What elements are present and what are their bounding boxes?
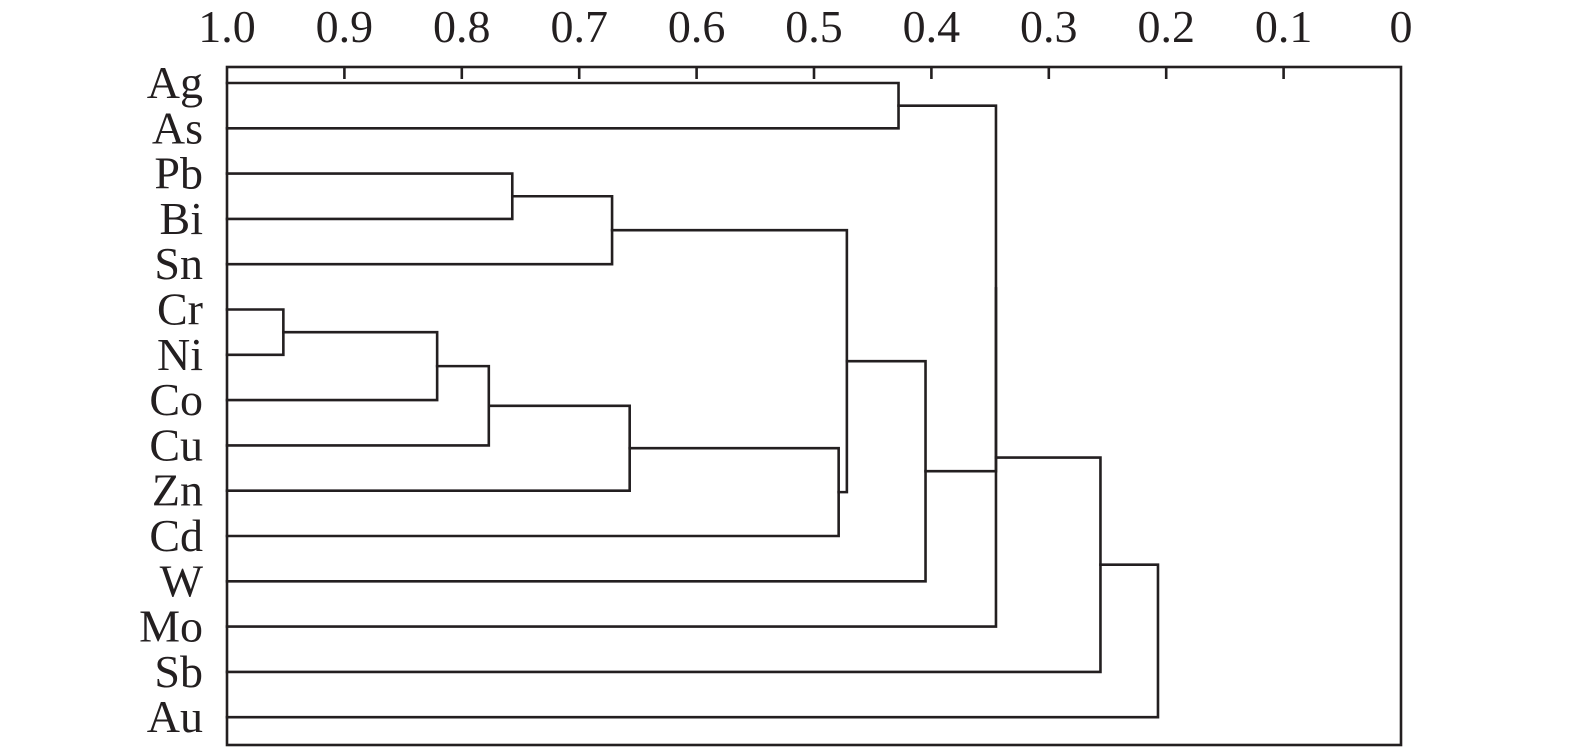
leaf-label-cr: Cr: [157, 284, 203, 335]
x-axis-group: 1.0 0.9 0.8 0.7 0.6 0.5 0.4 0.3 0.2 0.1 0: [198, 1, 1413, 79]
leaf-label-au: Au: [147, 691, 203, 742]
leaf-label-ni: Ni: [157, 329, 203, 380]
leaf-label-co: Co: [149, 374, 203, 425]
x-tick-label: 0.5: [785, 1, 843, 52]
leaf-label-mo: Mo: [139, 601, 203, 652]
x-tick-label: 0.8: [433, 1, 491, 52]
x-tick-label: 0.3: [1020, 1, 1078, 52]
leaf-label-sb: Sb: [154, 646, 203, 697]
x-tick-label: 1.0: [198, 1, 256, 52]
x-tick-label: 0.1: [1255, 1, 1313, 52]
leaf-label-cu: Cu: [149, 419, 203, 470]
x-tick-label: 0.4: [903, 1, 961, 52]
x-tick-label: 0.2: [1137, 1, 1195, 52]
leaf-label-cd: Cd: [149, 510, 203, 561]
leaf-label-bi: Bi: [160, 193, 203, 244]
dendrogram-links-group: [225, 81, 1160, 719]
x-tick-label: 0.9: [316, 1, 374, 52]
leaf-label-as: As: [152, 102, 203, 153]
leaf-label-ag: Ag: [147, 57, 203, 108]
leaf-label-sn: Sn: [154, 238, 203, 289]
leaf-label-zn: Zn: [152, 465, 203, 516]
x-tick-label: 0: [1390, 1, 1413, 52]
dendrogram-link-c12: [225, 287, 998, 628]
x-tick-label: 0.7: [550, 1, 608, 52]
leaf-label-pb: Pb: [154, 148, 203, 199]
x-tick-label: 0.6: [668, 1, 726, 52]
dendrogram-link-c14: [225, 563, 1160, 719]
leaf-label-w: W: [160, 555, 204, 606]
